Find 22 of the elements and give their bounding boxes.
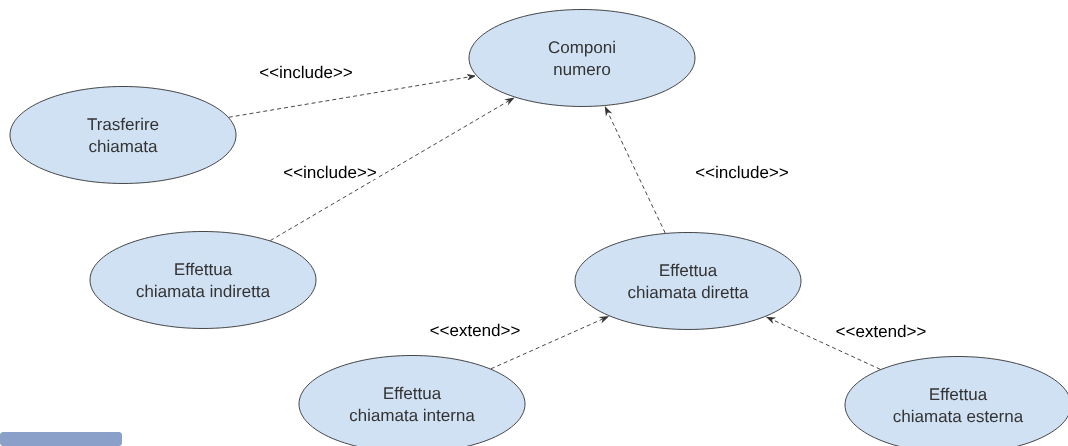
use-case-ellipse <box>9 86 237 184</box>
use-case-ellipse <box>844 356 1068 446</box>
use-case-ellipse <box>298 355 526 446</box>
edge-label: <<extend>> <box>834 323 928 339</box>
edge-label: <<extend>> <box>428 322 522 338</box>
use-case-label: Effettua chiamata interna <box>349 386 475 422</box>
arrow <box>228 74 476 118</box>
edge-label: <<include>> <box>282 164 378 180</box>
arrow <box>490 316 609 370</box>
edge-label: <<include>> <box>258 64 354 80</box>
use-case-ellipse <box>468 9 696 107</box>
use-case-ellipse <box>89 231 317 329</box>
arrow <box>269 97 514 242</box>
use-case-label: Trasferire chiamata <box>87 117 159 153</box>
arrow <box>766 316 881 370</box>
use-case-ellipse <box>574 232 802 330</box>
use-case-label: Effettua chiamata indiretta <box>136 262 271 298</box>
use-case-label: Effettua chiamata diretta <box>628 263 749 299</box>
use-case-label: Componi numero <box>548 40 615 76</box>
arrow <box>604 106 666 234</box>
edge-label: <<include>> <box>694 164 790 180</box>
use-case-label: Effettua chiamata esterna <box>893 387 1024 423</box>
